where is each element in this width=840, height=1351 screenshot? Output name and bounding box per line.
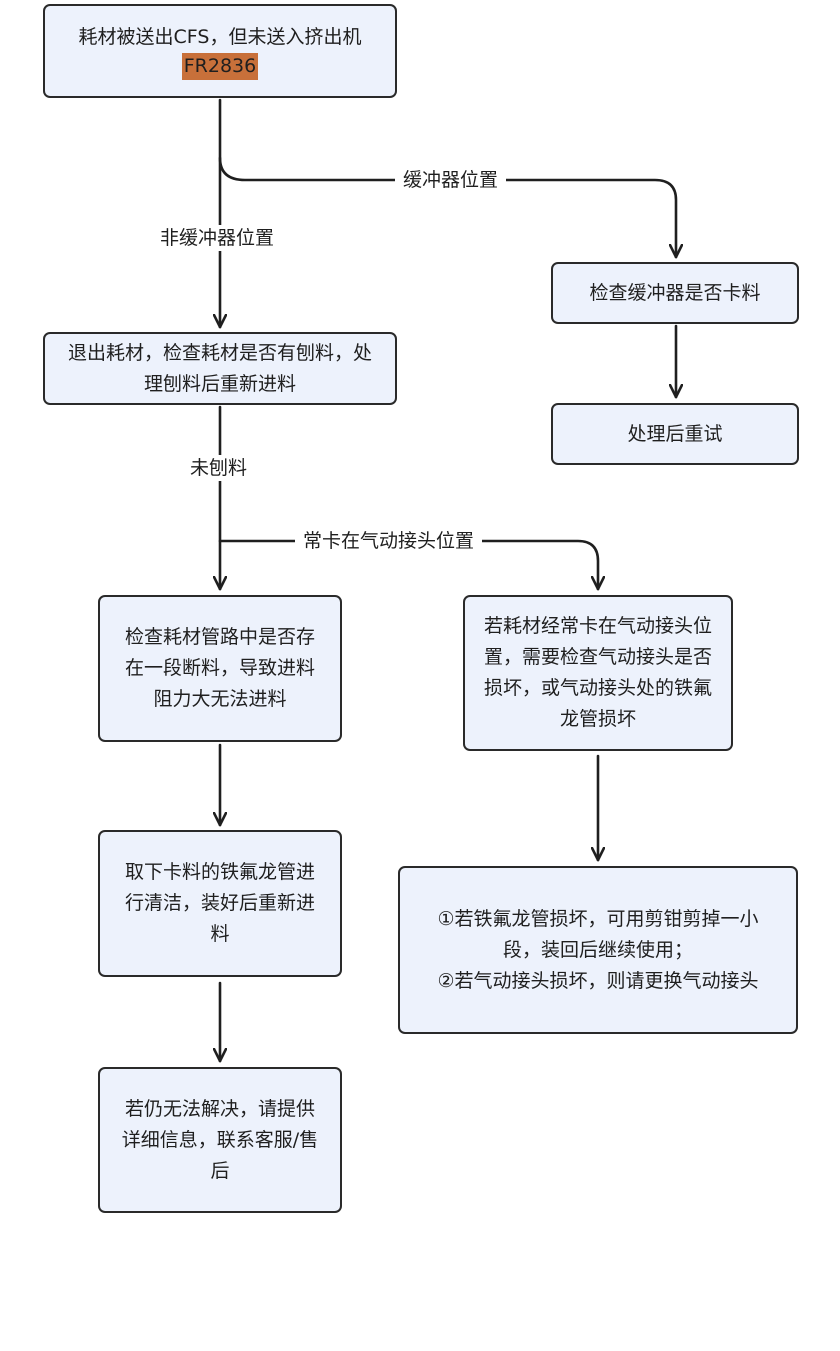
node-clean-tube-line3: 料 — [210, 923, 230, 945]
edge-label-stuck-at-connector: 常卡在气动接头位置 — [295, 528, 483, 554]
node-check-connector: 若耗材经常卡在气动接头位 置，需要检查气动接头是否 损坏，或气动接头处的铁氟 龙… — [463, 595, 733, 751]
node-check-connector-line2: 置，需要检查气动接头是否 — [483, 646, 712, 668]
node-check-buffer: 检查缓冲器是否卡料 — [551, 262, 799, 324]
node-exit-filament-line2: 理刨料后重新进料 — [143, 372, 296, 395]
node-retry: 处理后重试 — [551, 403, 799, 465]
edge-label-non-buffer-position: 非缓冲器位置 — [152, 225, 283, 251]
node-repair: ①若铁氟龙管损坏，可用剪钳剪掉一小 段，装回后继续使用； ②若气动接头损坏，则请… — [398, 866, 798, 1034]
node-retry-text: 处理后重试 — [627, 422, 723, 445]
edge-connector — [218, 539, 598, 591]
node-check-buffer-text: 检查缓冲器是否卡料 — [589, 281, 761, 304]
node-contact-support-line2: 详细信息，联系客服/售 — [121, 1128, 319, 1151]
edge-buffer — [218, 156, 676, 259]
error-code-badge: FR2836 — [181, 53, 259, 80]
node-start: 耗材被送出CFS，但未送入挤出机 FR2836 — [43, 4, 397, 98]
node-exit-filament-line1: 退出耗材，检查耗材是否有刨料，处 — [67, 341, 372, 364]
node-repair-line3: ②若气动接头损坏，则请更换气动接头 — [437, 969, 759, 992]
node-exit-filament: 退出耗材，检查耗材是否有刨料，处 理刨料后重新进料 — [43, 332, 397, 405]
edge-label-no-shaving: 未刨料 — [182, 455, 256, 481]
node-check-connector-line3: 损坏，或气动接头处的铁氟 — [483, 677, 712, 699]
edge-label-buffer-position: 缓冲器位置 — [395, 167, 507, 193]
node-repair-line2: 段，装回后继续使用； — [502, 938, 693, 961]
node-start-text: 耗材被送出CFS，但未送入挤出机 — [78, 26, 362, 48]
node-check-tube: 检查耗材管路中是否存 在一段断料，导致进料 阻力大无法进料 — [98, 595, 342, 742]
node-clean-tube-line1: 取下卡料的铁氟龙管进 — [124, 861, 315, 883]
node-clean-tube: 取下卡料的铁氟龙管进 行清洁，装好后重新进 料 — [98, 830, 342, 977]
node-contact-support-line1: 若仍无法解决，请提供 — [124, 1097, 315, 1120]
node-repair-line1: ①若铁氟龙管损坏，可用剪钳剪掉一小 — [437, 907, 759, 930]
node-contact-support: 若仍无法解决，请提供 详细信息，联系客服/售 后 — [98, 1067, 342, 1213]
node-check-tube-line2: 在一段断料，导致进料 — [124, 657, 315, 679]
node-clean-tube-line2: 行清洁，装好后重新进 — [124, 892, 315, 914]
node-check-connector-line1: 若耗材经常卡在气动接头位 — [483, 615, 712, 637]
node-check-connector-line4: 龙管损坏 — [559, 708, 636, 730]
node-contact-support-line3: 后 — [210, 1159, 230, 1182]
node-check-tube-line1: 检查耗材管路中是否存 — [124, 626, 315, 648]
node-check-tube-line3: 阻力大无法进料 — [153, 688, 287, 710]
